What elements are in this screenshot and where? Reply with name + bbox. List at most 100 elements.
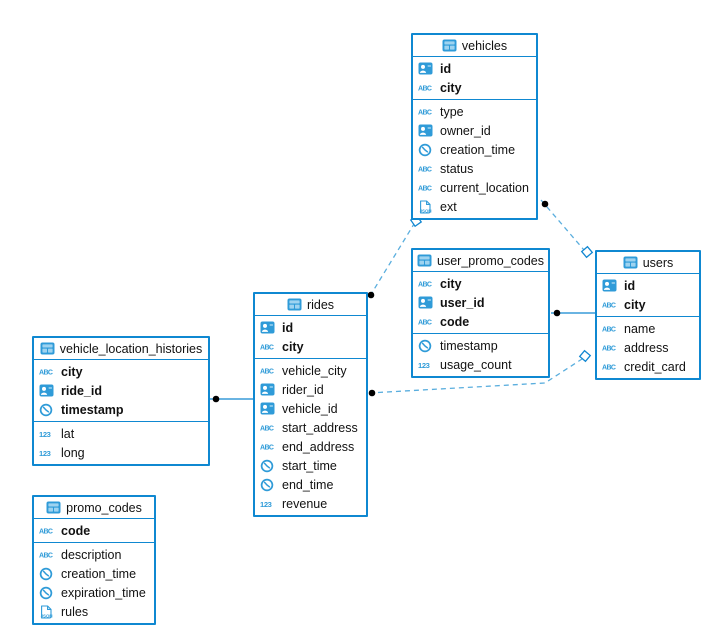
clock-icon [418,339,436,353]
table-card-users[interactable]: users id ABC city ABC name ABC address A… [595,250,701,380]
abc-text-type-icon: ABC [602,342,620,353]
column-row-city[interactable]: ABC city [413,78,536,97]
abc-text-type-icon: ABC [260,441,278,452]
column-name: end_address [282,439,355,454]
uuid-icon [602,279,620,292]
column-row-vehicle_id[interactable]: vehicle_id [255,399,366,418]
svg-text:123: 123 [260,500,272,509]
table-title: promo_codes [66,500,142,515]
column-row-ext[interactable]: JSON ext [413,197,536,216]
uuid-icon [418,296,436,309]
column-name: creation_time [61,566,137,581]
abc-text-type-icon: ABC [418,182,436,193]
svg-text:ABC: ABC [602,303,616,310]
column-row-timestamp[interactable]: timestamp [34,400,208,419]
clock-icon [39,567,57,581]
column-row-start_time[interactable]: start_time [255,456,366,475]
column-row-creation_time[interactable]: creation_time [34,564,154,583]
table-title: rides [306,297,335,312]
column-row-revenue[interactable]: 123 revenue [255,494,366,513]
column-row-timestamp[interactable]: timestamp [413,336,548,355]
relationship-vehicles-users[interactable] [540,199,585,251]
column-row-ride_id[interactable]: ride_id [34,381,208,400]
table-card-rides[interactable]: rides id ABC city ABC vehicle_city rider… [253,292,368,517]
table-icon [46,501,61,514]
column-row-code[interactable]: ABC code [34,521,154,540]
clock-icon [418,143,436,157]
column-row-expiration_time[interactable]: expiration_time [34,583,154,602]
column-name: current_location [440,180,529,195]
column-name: name [624,321,656,336]
svg-text:ABC: ABC [39,553,53,560]
column-row-start_address[interactable]: ABC start_address [255,418,366,437]
table-header[interactable]: promo_codes [34,497,154,519]
column-row-id[interactable]: id [597,276,699,295]
primary-key-section: id ABC city [597,274,699,317]
column-row-owner_id[interactable]: owner_id [413,121,536,140]
table-card-user_promo_codes[interactable]: user_promo_codes ABC city user_id ABC co… [411,248,550,378]
abc-text-type-icon: ABC [260,365,278,376]
column-name: user_id [440,295,485,310]
column-row-long[interactable]: 123 long [34,443,208,462]
table-header[interactable]: rides [255,294,366,316]
table-title: vehicle_location_histories [59,341,203,356]
table-title: vehicles [461,38,508,53]
column-row-status[interactable]: ABC status [413,159,536,178]
column-row-city[interactable]: ABC city [34,362,208,381]
column-row-rules[interactable]: JSON rules [34,602,154,621]
column-name: revenue [282,496,328,511]
column-name: rider_id [282,382,324,397]
table-title: users [642,255,674,270]
table-card-vehicles[interactable]: vehicles id ABC city ABC type owner_id c… [411,33,538,220]
column-name: start_address [282,420,358,435]
clock-icon [39,403,57,417]
table-header[interactable]: vehicles [413,35,536,57]
column-name: creation_time [440,142,516,157]
svg-text:ABC: ABC [418,186,432,193]
column-row-user_id[interactable]: user_id [413,293,548,312]
column-row-lat[interactable]: 123 lat [34,424,208,443]
column-name: type [440,104,464,119]
column-row-usage_count[interactable]: 123 usage_count [413,355,548,374]
column-row-rider_id[interactable]: rider_id [255,380,366,399]
relationship-rides-vehicles[interactable] [369,223,415,297]
column-row-end_time[interactable]: end_time [255,475,366,494]
column-row-name[interactable]: ABC name [597,319,699,338]
column-name: city [624,297,646,312]
column-row-city[interactable]: ABC city [597,295,699,314]
column-row-vehicle_city[interactable]: ABC vehicle_city [255,361,366,380]
svg-text:ABC: ABC [602,346,616,353]
column-row-end_address[interactable]: ABC end_address [255,437,366,456]
table-header[interactable]: user_promo_codes [413,250,548,272]
table-header[interactable]: vehicle_location_histories [34,338,208,360]
columns-section: timestamp 123 usage_count [413,334,548,376]
column-name: status [440,161,474,176]
table-card-promo_codes[interactable]: promo_codes ABC code ABC description cre… [32,495,156,625]
column-row-id[interactable]: id [255,318,366,337]
column-name: end_time [282,477,334,492]
numeric-type-icon: 123 [39,428,57,439]
relationship-rides-users[interactable] [368,358,583,394]
column-row-creation_time[interactable]: creation_time [413,140,536,159]
table-icon [40,342,55,355]
column-row-type[interactable]: ABC type [413,102,536,121]
column-row-description[interactable]: ABC description [34,545,154,564]
column-row-city[interactable]: ABC city [255,337,366,356]
svg-text:ABC: ABC [260,426,274,433]
column-name: id [624,278,636,293]
column-name: city [440,80,462,95]
column-row-address[interactable]: ABC address [597,338,699,357]
column-row-current_location[interactable]: ABC current_location [413,178,536,197]
column-row-credit_card[interactable]: ABC credit_card [597,357,699,376]
column-row-city[interactable]: ABC city [413,274,548,293]
table-header[interactable]: users [597,252,699,274]
column-row-id[interactable]: id [413,59,536,78]
svg-text:ABC: ABC [418,86,432,93]
column-name: id [282,320,294,335]
table-card-vehicle_location_histories[interactable]: vehicle_location_histories ABC city ride… [32,336,210,466]
abc-text-type-icon: ABC [260,422,278,433]
column-name: rules [61,604,89,619]
column-name: city [61,364,83,379]
columns-section: 123 lat 123 long [34,422,208,464]
column-row-code[interactable]: ABC code [413,312,548,331]
